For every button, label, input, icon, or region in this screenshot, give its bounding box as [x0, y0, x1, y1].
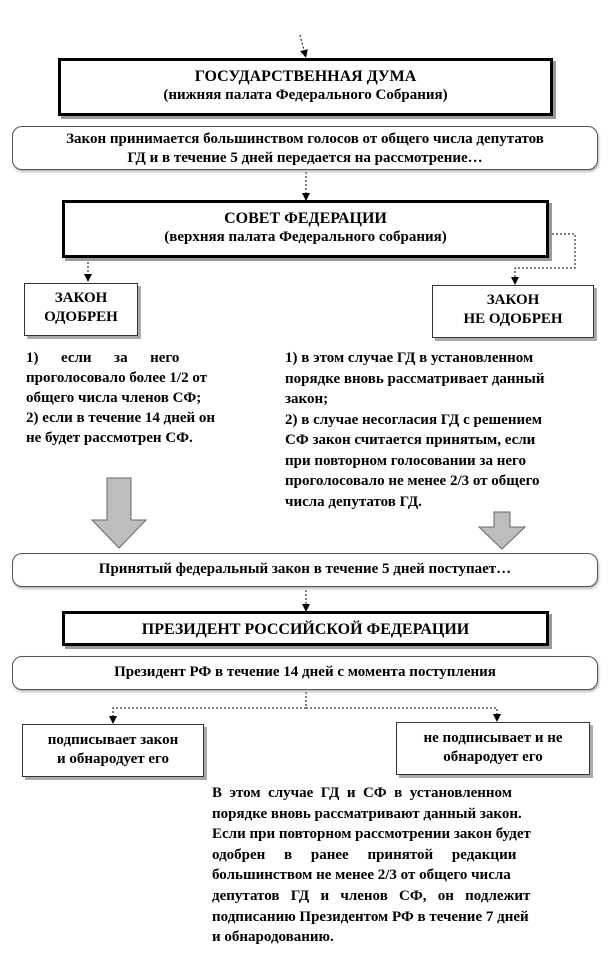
not-approved-cond-line3: закон; — [285, 391, 329, 407]
not-approved-cond-line2: порядке вновь рассматривает данный — [285, 370, 545, 387]
veto-line7: подписанию Президентом РФ в течение 7 дн… — [212, 908, 529, 925]
block-arrow-left — [90, 477, 148, 549]
signs-box: подписывает закон и обнародует его — [22, 724, 204, 777]
duma-note-box: Закон принимается большинством голосов о… — [12, 126, 598, 170]
not-approved-line1: ЗАКОН — [486, 292, 540, 308]
law-approved-box: ЗАКОН ОДОБРЕН — [24, 283, 138, 336]
not-signs-line1: не подписывает и не — [423, 730, 563, 746]
federation-council-box: СОВЕТ ФЕДЕРАЦИИ (верхняя палата Федераль… — [62, 200, 549, 258]
approved-line2: ОДОБРЕН — [44, 309, 118, 325]
council-subtitle: (верхняя палата Федерального собрания) — [164, 229, 447, 245]
not-signs-line2: обнародует его — [443, 749, 543, 765]
not-approved-conditions: 1) в этом случае ГД в установленном поря… — [285, 348, 600, 512]
president-box: ПРЕЗИДЕНТ РОССИЙСКОЙ ФЕДЕРАЦИИ — [62, 611, 549, 646]
signs-line1: подписывает закон — [47, 732, 179, 748]
veto-line1: В этом случае ГД и СФ в установленном — [212, 785, 512, 801]
approved-cond-line3: общего числа членов СФ; — [26, 390, 202, 406]
veto-line2: порядке вновь рассматривают данный закон… — [212, 805, 522, 822]
not-signs-box: не подписывает и не обнародует его — [396, 722, 590, 775]
not-approved-cond-line6: при повторном голосовании за него — [285, 452, 526, 469]
not-approved-cond-line4: 2) в случае несогласия ГД с решением — [285, 411, 542, 428]
duma-note-line1: Закон принимается большинством голосов о… — [66, 131, 544, 147]
arrow-to-not-approved — [511, 233, 576, 285]
adopted-law-box: Принятый федеральный закон в течение 5 д… — [12, 553, 598, 587]
veto-line6: депутатов ГД и членов СФ, он подлежит — [212, 887, 531, 904]
state-duma-subtitle: (нижняя палата Федерального Собрания) — [163, 87, 448, 103]
president-title: ПРЕЗИДЕНТ РОССИЙСКОЙ ФЕДЕРАЦИИ — [141, 621, 470, 638]
veto-line4: одобрен в ранее принятой редакции — [212, 846, 517, 863]
arrow-to-signs — [109, 707, 306, 724]
president-note-text: Президент РФ в течение 14 дней с момента… — [114, 664, 496, 680]
state-duma-title: ГОСУДАРСТВЕННАЯ ДУМА — [194, 68, 417, 85]
duma-note-line2: ГД и в течение 5 дней передается на расс… — [127, 150, 483, 166]
council-title: СОВЕТ ФЕДЕРАЦИИ — [224, 210, 387, 227]
approved-cond-line1: 1) если за него — [26, 350, 180, 366]
approved-conditions: 1) если за него проголосовало более 1/2 … — [26, 348, 248, 448]
not-approved-cond-line1: 1) в этом случае ГД в установленном — [285, 350, 534, 366]
approved-cond-line4: 2) если в течение 14 дней он — [26, 410, 216, 426]
state-duma-box: ГОСУДАРСТВЕННАЯ ДУМА (нижняя палата Феде… — [58, 58, 553, 116]
not-approved-cond-line7: проголосовало не менее 2/3 от общего — [285, 473, 540, 489]
adopted-law-text: Принятый федеральный закон в течение 5 д… — [98, 561, 512, 577]
not-approved-cond-line5: СФ закон считается принятым, если — [285, 432, 536, 448]
approved-line1: ЗАКОН — [54, 290, 108, 306]
approved-cond-line2: проголосовало более 1/2 от — [26, 370, 207, 386]
veto-line8: и обнародованию. — [212, 929, 334, 946]
signs-line2: и обнародует его — [57, 751, 169, 767]
law-not-approved-box: ЗАКОН НЕ ОДОБРЕН — [432, 285, 594, 338]
not-approved-line2: НЕ ОДОБРЕН — [463, 311, 563, 327]
arrow-to-approved — [84, 257, 100, 282]
entry-arrow — [299, 34, 308, 58]
arrow-to-not-signs — [306, 707, 501, 722]
veto-line3: Если при повторном рассмотрении закон бу… — [212, 826, 531, 843]
block-arrow-right — [477, 511, 527, 550]
not-approved-cond-line8: числа депутатов ГД. — [285, 493, 422, 510]
president-note-box: Президент РФ в течение 14 дней с момента… — [12, 656, 598, 690]
veto-line5: большинством не менее 2/3 от общего числ… — [212, 867, 511, 884]
approved-cond-line5: не будет рассмотрен СФ. — [26, 430, 193, 446]
veto-procedure-text: В этом случае ГД и СФ в установленном по… — [212, 783, 600, 948]
